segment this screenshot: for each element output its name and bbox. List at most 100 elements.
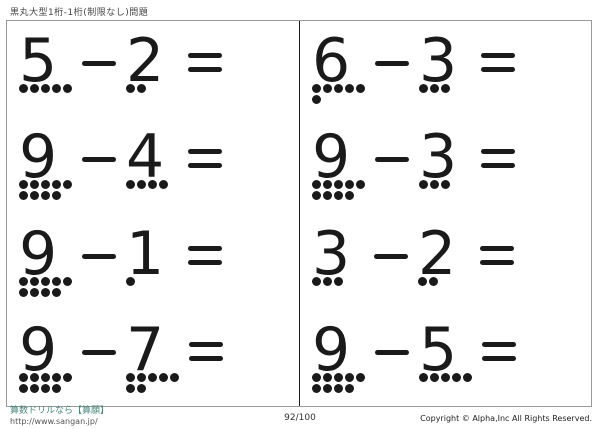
dot-row: [19, 372, 72, 382]
subtrahend-term: 2: [418, 224, 470, 286]
subtraction-problem: 6 3: [300, 21, 591, 117]
dot-group: [312, 372, 365, 393]
equals-sign: [188, 149, 222, 169]
dot: [19, 191, 28, 201]
subtrahend-digit: 2: [126, 26, 165, 96]
dot: [429, 276, 438, 286]
equals-bar-bottom: [188, 163, 222, 169]
dot: [137, 372, 146, 382]
minuend-digit: 9: [19, 314, 58, 385]
dot: [312, 276, 321, 286]
dot: [126, 276, 135, 286]
subtrahend-digit: 3: [419, 122, 458, 193]
dot-row: [312, 180, 365, 190]
minus-bar: [375, 157, 409, 163]
dot: [52, 84, 61, 93]
dot-row: [126, 372, 179, 382]
dot: [30, 84, 39, 93]
dot: [41, 180, 50, 190]
dot-row: [312, 95, 365, 104]
dot-row: [312, 276, 364, 286]
dot: [312, 180, 321, 190]
dot-group: [126, 276, 178, 286]
dot: [19, 84, 28, 93]
dot: [159, 372, 168, 382]
minuend-digit: 5: [19, 26, 58, 96]
minuend-term: 9: [19, 122, 72, 201]
dot-row: [312, 383, 365, 393]
dot-row: [126, 383, 179, 393]
dot-row: [312, 84, 365, 93]
minuend-term: 3: [312, 224, 364, 286]
dot: [170, 372, 179, 382]
dot: [441, 84, 450, 93]
subtrahend-term: 7: [126, 320, 179, 393]
dot: [19, 372, 28, 382]
subtraction-problem: 9 7: [7, 310, 299, 406]
dot-row: [19, 276, 72, 286]
site-credit: 算数ドリルなら【算願】 http://www.sangan.jp/: [10, 406, 109, 427]
dot-row: [19, 191, 72, 201]
problem-area: 5 2 9 4 9 1 9 7: [6, 20, 592, 407]
dot: [312, 372, 321, 382]
minuend-digit: 9: [19, 122, 58, 193]
dot: [52, 287, 61, 297]
subtrahend-term: 2: [126, 31, 178, 93]
subtraction-problem: 9 1: [7, 214, 299, 310]
page-number: 92/100: [284, 413, 316, 423]
dot-group: [418, 276, 470, 286]
dot: [137, 84, 146, 93]
dot: [334, 84, 343, 93]
equals-bar-top: [480, 245, 514, 251]
equals-sign: [481, 149, 515, 169]
dot: [41, 372, 50, 382]
dot-group: [19, 180, 72, 201]
dot: [19, 180, 28, 190]
dot: [148, 180, 157, 190]
dot: [323, 372, 332, 382]
subtrahend-digit: 1: [126, 218, 165, 289]
subtraction-problem: 3 2: [300, 214, 591, 310]
dot: [63, 84, 72, 93]
equals-bar-top: [482, 341, 516, 347]
dot: [418, 276, 427, 286]
site-url: http://www.sangan.jp/: [10, 417, 98, 426]
subtrahend-term: 5: [419, 320, 472, 382]
equals-bar-bottom: [189, 355, 223, 361]
dot: [356, 180, 365, 190]
dot: [30, 276, 39, 286]
subtrahend-digit: 3: [419, 26, 458, 96]
equals-bar-bottom: [482, 355, 516, 361]
dot: [30, 383, 39, 393]
dot: [41, 287, 50, 297]
dot-group: [419, 372, 472, 382]
dot: [30, 180, 39, 190]
dot: [63, 180, 72, 190]
dot-group: [126, 372, 179, 393]
dot: [323, 180, 332, 190]
dot: [312, 95, 321, 104]
dot-row: [126, 84, 178, 93]
dot: [345, 383, 354, 393]
dot: [356, 84, 365, 93]
dot: [30, 372, 39, 382]
equals-sign: [480, 245, 514, 265]
equals-sign: [188, 245, 222, 265]
equals-sign: [189, 341, 223, 361]
dot-group: [312, 276, 364, 286]
dot: [19, 276, 28, 286]
dot-group: [419, 180, 471, 190]
dot: [419, 84, 428, 93]
minuend-term: 9: [312, 320, 365, 393]
subtrahend-term: 1: [126, 224, 178, 286]
subtraction-problem: 9 3: [300, 117, 591, 213]
equals-bar-bottom: [481, 67, 515, 72]
dot: [126, 383, 135, 393]
equals-bar-bottom: [188, 67, 222, 72]
dot: [345, 180, 354, 190]
equals-bar-top: [188, 53, 222, 58]
minus-bar: [82, 253, 116, 259]
dot-row: [19, 383, 72, 393]
dot-group: [312, 180, 365, 201]
dot: [430, 372, 439, 382]
